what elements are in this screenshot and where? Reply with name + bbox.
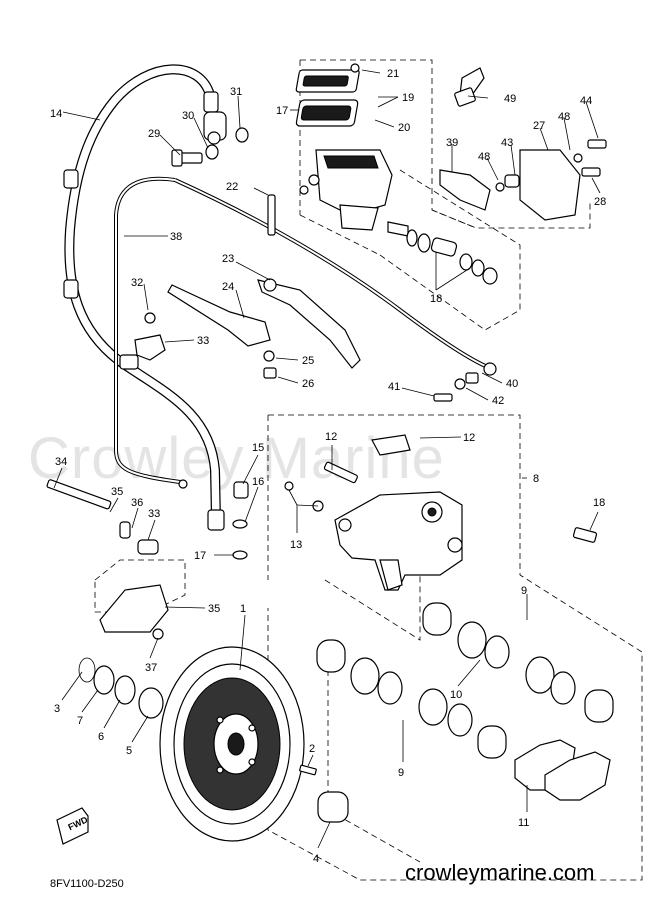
callout-48a: 48: [558, 111, 570, 123]
callout-10: 10: [450, 689, 462, 701]
callout-9b: 9: [398, 767, 404, 779]
callout-20: 18: [430, 293, 442, 305]
callout-38: 35: [111, 486, 123, 498]
callout-31: 29: [148, 128, 160, 140]
callout-33: 33: [197, 335, 209, 347]
piston-kit: [387, 221, 498, 285]
callout-42: 39: [446, 137, 458, 149]
caliper-pistons: [316, 602, 614, 759]
callout-1: 1: [240, 603, 246, 615]
callout-23: 21: [387, 68, 399, 80]
callout-35: 35: [208, 603, 220, 615]
snap-ring-and-washers: [78, 657, 164, 719]
callout-2: 2: [309, 743, 315, 755]
callout-40: 37: [145, 662, 157, 674]
callout-25: 23: [222, 253, 234, 265]
callout-29: 27: [533, 120, 545, 132]
callout-15: 14: [50, 108, 62, 120]
banjo-bolt: [171, 111, 249, 167]
watermark-text: Crowley Marine: [28, 426, 445, 491]
callout-22: 20: [398, 122, 410, 134]
callout-17a: 16: [252, 476, 264, 488]
callout-14: 13: [290, 539, 302, 551]
diagram-code: 8FV1100-D250: [50, 878, 124, 890]
callout-17b: 17: [194, 550, 206, 562]
callout-34: 32: [131, 277, 143, 289]
callout-labels: 21 19 20 17 49 44 48 27 43 48 39 28 14 2…: [50, 68, 606, 865]
callout-21: 19: [402, 92, 414, 104]
callout-30: 28: [594, 196, 606, 208]
callout-16: 15: [252, 442, 264, 454]
callout-9a: 9: [521, 585, 527, 597]
master-cylinder: [295, 63, 393, 231]
brake-cable: [114, 176, 497, 489]
callout-3: 3: [54, 703, 60, 715]
callout-32a: 30: [182, 110, 194, 122]
callout-19: 17: [276, 105, 288, 117]
callout-27: 25: [302, 355, 314, 367]
callout-43: 40: [506, 378, 518, 390]
callout-37: 34: [55, 456, 67, 468]
leader-lines: [53, 69, 601, 849]
brake-pads: [514, 739, 611, 801]
brake-lever: [134, 194, 361, 379]
callout-4: 4: [313, 853, 319, 865]
rear-caliper: [46, 479, 169, 640]
callout-41: 38: [170, 231, 182, 243]
caliper-body: [232, 434, 598, 591]
callout-48b: 48: [478, 151, 490, 163]
callout-18: 18: [593, 497, 605, 509]
callout-24: 22: [226, 181, 238, 193]
brake-disc: [159, 646, 305, 842]
reservoir-bracket: [439, 67, 607, 221]
callout-36: 33: [148, 508, 160, 520]
callout-11: 11: [518, 817, 529, 829]
callout-13: 12: [325, 431, 337, 443]
callout-47: 44: [580, 95, 592, 107]
rear-caliper-box: [94, 559, 186, 613]
callout-46: 43: [501, 137, 513, 149]
callout-6: 6: [98, 731, 104, 743]
disc-key-and-collar: [299, 764, 349, 823]
callout-26: 24: [222, 281, 234, 293]
callout-39: 36: [131, 497, 143, 509]
callout-49: 49: [504, 93, 516, 105]
callout-45: 42: [492, 395, 504, 407]
website-label: crowleymarine.com: [405, 860, 595, 885]
callout-28: 26: [302, 378, 314, 390]
callout-7: 7: [77, 715, 83, 727]
callout-12: 12: [463, 432, 475, 444]
callout-32b: 31: [230, 86, 242, 98]
callout-44: 41: [388, 381, 400, 393]
callout-5: 5: [126, 745, 132, 757]
fwd-arrow-icon: FWD: [56, 807, 90, 845]
callout-8: 8: [533, 473, 539, 485]
adjuster-bolt: [433, 372, 479, 402]
